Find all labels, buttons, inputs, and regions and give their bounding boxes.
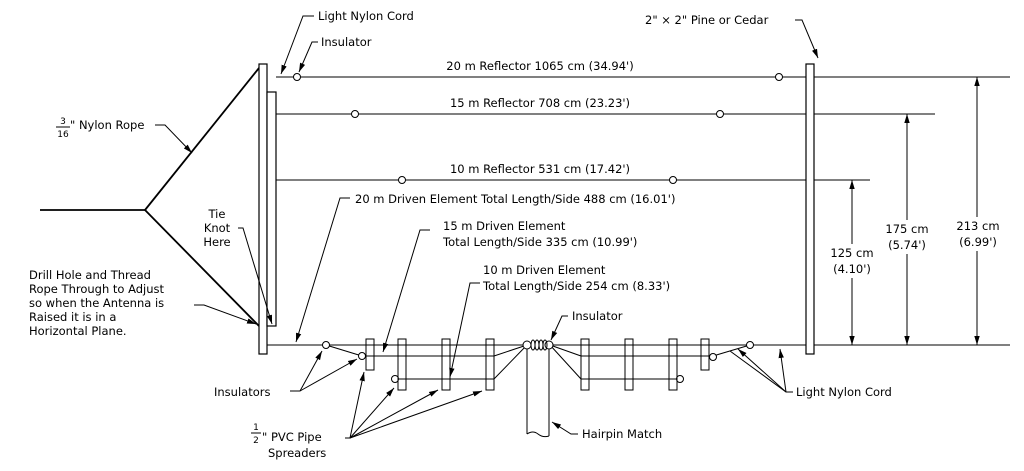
label-light-nylon-cord-top: Light Nylon Cord	[318, 9, 414, 23]
nylon-rope	[40, 67, 260, 327]
label-tie-knot-1: Tie	[208, 207, 226, 221]
label-pvc-pipe: " PVC Pipe	[262, 430, 322, 444]
reflector-20m	[276, 73, 806, 81]
center-insulator-coil	[522, 339, 554, 351]
left-boom	[258, 63, 268, 355]
label-pine-cedar: 2" × 2" Pine or Cedar	[645, 13, 769, 27]
label-light-nylon-cord-bottom: Light Nylon Cord	[796, 385, 892, 399]
label-driven-20m: 20 m Driven Element Total Length/Side 48…	[355, 192, 675, 206]
reflector-10m	[276, 176, 806, 184]
dim-125-ft: (4.10')	[833, 262, 871, 276]
dimension-lines	[814, 76, 1010, 346]
label-driven-15m-2: Total Length/Side 335 cm (10.99')	[442, 235, 637, 249]
label-tie-knot-2: Knot	[204, 221, 231, 235]
pvc-spreaders	[365, 338, 710, 391]
label-insulators: Insulators	[214, 385, 270, 399]
label-tie-knot-3: Here	[203, 235, 230, 249]
label-driven-10m-2: Total Length/Side 254 cm (8.33')	[482, 279, 670, 293]
label-insulator-center: Insulator	[572, 309, 623, 323]
nylon-rope-fraction-num: 3	[60, 117, 66, 127]
label-driven-15m-1: 15 m Driven Element	[443, 219, 566, 233]
label-insulator-top: Insulator	[321, 35, 372, 49]
hairpin-match	[526, 345, 550, 438]
pvc-fraction-num: 1	[253, 423, 259, 433]
dim-175-ft: (5.74')	[888, 238, 926, 252]
dim-125-cm: 125 cm	[830, 246, 873, 260]
label-drill-hole-4: Raised it is in a	[29, 310, 116, 324]
label-drill-hole-1: Drill Hole and Thread	[29, 268, 151, 282]
label-driven-10m-1: 10 m Driven Element	[483, 263, 606, 277]
label-nylon-rope: " Nylon Rope	[70, 118, 144, 132]
label-drill-hole-3: so when the Antenna is	[29, 296, 164, 310]
right-boom	[805, 63, 815, 355]
leader-lines	[155, 15, 819, 439]
driven-elements	[267, 341, 806, 383]
dim-213-cm: 213 cm	[956, 219, 999, 233]
dim-213-ft: (6.99')	[959, 235, 997, 249]
dim-175-cm: 175 cm	[885, 222, 928, 236]
label-drill-hole-5: Horizontal Plane.	[29, 324, 127, 338]
left-inner-boom	[266, 91, 277, 327]
reflector-15m	[276, 110, 806, 118]
nylon-rope-fraction-den: 16	[57, 130, 69, 140]
label-reflector-10m: 10 m Reflector 531 cm (17.42')	[450, 162, 630, 176]
pvc-fraction-den: 2	[253, 436, 259, 446]
label-reflector-20m: 20 m Reflector 1065 cm (34.94')	[446, 59, 633, 73]
label-spreaders: Spreaders	[268, 446, 326, 460]
label-drill-hole-2: Rope Through to Adjust	[29, 282, 165, 296]
label-reflector-15m: 15 m Reflector 708 cm (23.23')	[450, 96, 630, 110]
label-hairpin-match: Hairpin Match	[582, 427, 662, 441]
